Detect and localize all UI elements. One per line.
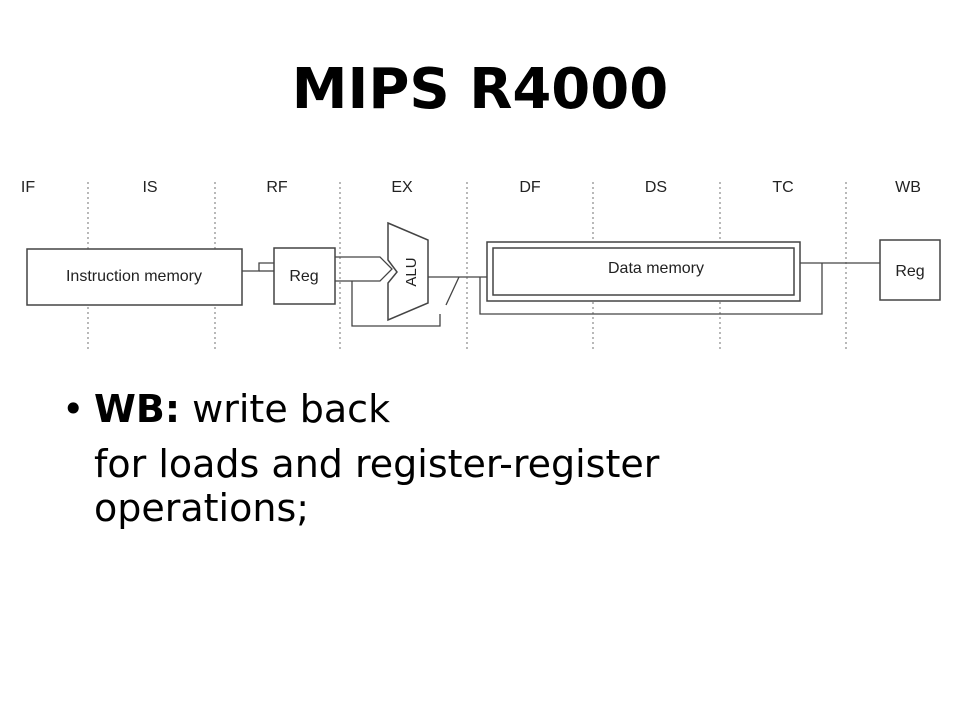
alu-shape (387, 221, 429, 322)
stage-label-if: IF (21, 179, 35, 196)
register-file-read-label: Reg (289, 268, 318, 285)
register-file-write-box (879, 239, 941, 301)
data-memory-inner-box (492, 247, 795, 296)
bullet-detail: for loads and register-register operatio… (94, 442, 660, 530)
datapath-wires (242, 256, 880, 327)
bullet-section: • WB: write back for loads and register-… (62, 386, 922, 530)
bullet-term: WB: (94, 387, 181, 431)
instruction-memory-label: Instruction memory (66, 268, 202, 285)
data-memory-label: Data memory (608, 260, 704, 277)
stage-label-is: IS (142, 179, 157, 196)
bullet-marker: • (62, 387, 85, 431)
stage-label-df: DF (519, 179, 541, 196)
slide-title: MIPS R4000 (291, 57, 669, 122)
register-file-read-box (273, 247, 336, 305)
bullet-item: • WB: write back (62, 386, 922, 432)
instruction-memory-box (26, 248, 243, 306)
stage-label-wb: WB (895, 179, 921, 196)
stage-label-tc: TC (772, 179, 793, 196)
stage-label-rf: RF (266, 179, 288, 196)
pipeline-diagram: IF IS RF EX DF DS TC WB Instruction memo… (21, 179, 941, 352)
stage-label-ex: EX (391, 179, 413, 196)
alu-label: ALU (403, 257, 420, 286)
stage-label-ds: DS (645, 179, 667, 196)
bullet-text: write back (180, 387, 391, 431)
register-file-write-label: Reg (895, 263, 924, 280)
